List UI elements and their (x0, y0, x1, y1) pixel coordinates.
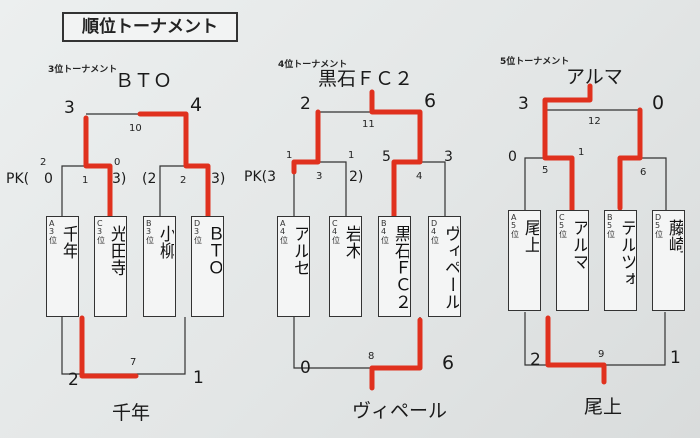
bracket-4th-semi-left-match: 3 (316, 171, 323, 182)
bracket-4th-winner-bottom: ヴィペール (352, 400, 448, 422)
bracket-5th-score: 1 (578, 147, 585, 158)
bracket-4th-score: 3 (444, 149, 453, 165)
bracket-5th-bottom-right-score: 1 (670, 348, 681, 368)
bracket-5th-winner-top: アルマ (566, 66, 623, 88)
bracket-5th-semi-left-match: 5 (542, 165, 549, 176)
team-name: 千年 (59, 225, 77, 259)
bracket-3rd-final-match-number: 10 (129, 123, 142, 134)
bracket-3rd-score: 2 (40, 157, 47, 168)
bracket-4th-pk-label: PK(3 (244, 169, 276, 185)
team-name: ヴィペール (441, 225, 459, 310)
bracket-4th-score: 5 (382, 149, 391, 165)
bracket-3rd-score: (2 (142, 171, 157, 187)
bracket-4th-winner-top: 黒石ＦＣ２ (318, 68, 414, 90)
team-name: アルマ (569, 219, 587, 270)
team-name: 藤崎 (665, 219, 683, 253)
bracket-3rd-bottom-right-score: 1 (193, 368, 204, 388)
bracket-3rd-bottom-left-score: 2 (68, 370, 79, 390)
bracket-5th-semi-right-match: 6 (640, 167, 647, 178)
bracket-label-3rd: 3位トーナメント (48, 65, 118, 75)
bracket-label-4th: 4位トーナメント (278, 60, 348, 70)
team-name: 小柳 (156, 225, 174, 259)
bracket-4th-score: 1 (286, 150, 293, 161)
bracket-4th-final-match-number: 11 (362, 119, 375, 130)
bracket-3rd-winner-top: ＢＴＯ (115, 70, 173, 92)
bracket-4th-final-left-score: 2 (300, 94, 311, 114)
bracket-3rd-score: 3) (211, 171, 226, 187)
team-name: ＢＴＯ (204, 225, 222, 276)
bracket-5th-winner-bottom: 尾上 (584, 396, 623, 418)
bracket-4th-final-right-score: 6 (424, 90, 437, 112)
bracket-4th-score: 2) (349, 169, 364, 185)
bracket-label-5th: 5位トーナメント (500, 57, 570, 67)
bracket-3rd-pk-label: PK( (6, 171, 30, 187)
bracket-5th-score: 0 (508, 149, 517, 165)
bracket-3rd-score: 3) (112, 171, 127, 187)
team-name: アルセ (290, 225, 308, 276)
bracket-3rd-semi-left-match: 1 (82, 175, 89, 186)
team-name: 光田寺 (107, 225, 125, 276)
bracket-5th-final-left-score: 3 (518, 94, 529, 114)
bracket-3rd-final-right-score: 4 (190, 94, 203, 116)
bracket-4th-semi-right-match: 4 (416, 171, 423, 182)
bracket-5th-final-right-score: 0 (652, 92, 665, 114)
bracket-3rd-bottom-match-number: 7 (130, 357, 137, 368)
bracket-5th-final-match-number: 12 (588, 116, 601, 127)
bracket-3rd-semi-right-match: 2 (180, 175, 187, 186)
bracket-5th-bottom-left-score: 2 (530, 350, 541, 370)
bracket-3rd-score: 0 (114, 157, 121, 168)
bracket-3rd-winner-bottom: 千年 (112, 402, 151, 424)
bracket-5th-bottom-match-number: 9 (598, 349, 605, 360)
team-name: 黒石ＦＣ２ (391, 225, 409, 310)
bracket-4th-score: 1 (348, 150, 355, 161)
team-name: 尾上 (521, 219, 539, 253)
team-name: テルツォ (617, 219, 635, 287)
team-name: 岩木 (342, 225, 360, 259)
bracket-4th-bottom-match-number: 8 (368, 351, 375, 362)
bracket-3rd-final-left-score: 3 (64, 98, 75, 118)
bracket-4th-bottom-right-score: 6 (442, 352, 455, 374)
bracket-3rd-score: 0 (44, 171, 53, 187)
page-title: 順位トーナメント (62, 12, 238, 42)
bracket-4th-bottom-left-score: 0 (300, 358, 311, 378)
